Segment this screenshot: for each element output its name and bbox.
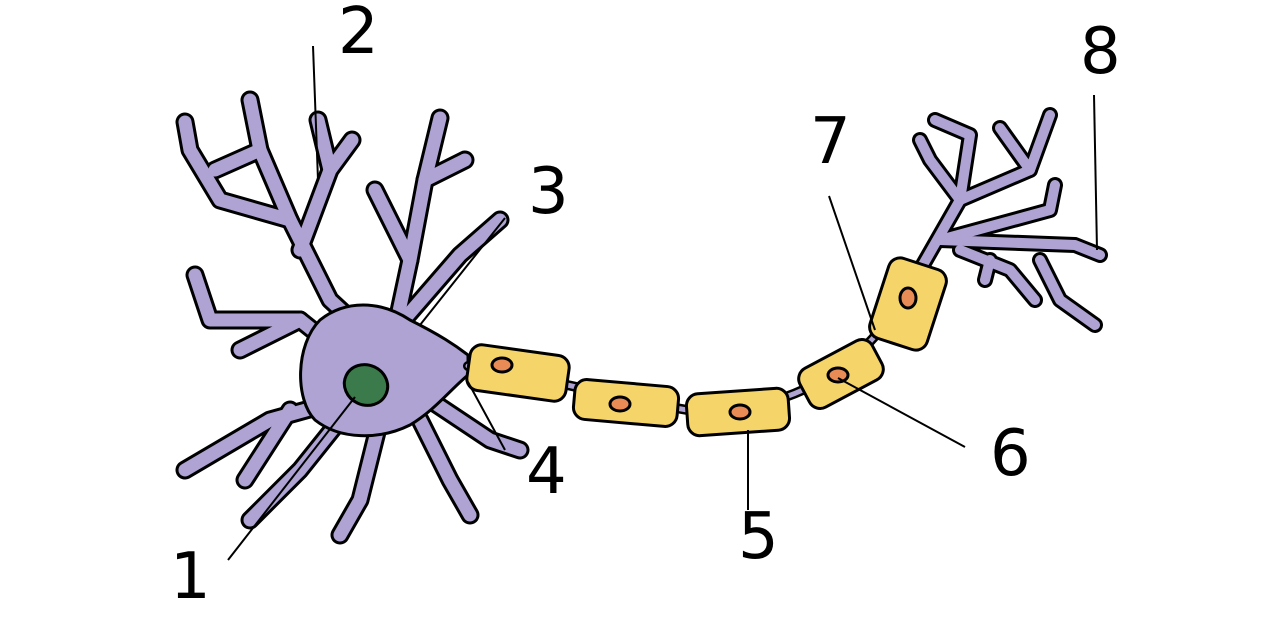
label-4: 4 — [526, 435, 567, 509]
label-1: 1 — [170, 540, 211, 614]
leader-line-7 — [828, 195, 876, 331]
leader-line-4 — [467, 381, 506, 451]
schwann-nucleus — [608, 395, 632, 413]
schwann-nucleus — [898, 286, 918, 310]
leader-lines — [227, 45, 1098, 561]
schwann-nucleus — [728, 403, 752, 421]
leader-line-3 — [419, 217, 506, 326]
myelin-sheath — [465, 256, 948, 438]
schwann-nucleus — [490, 356, 514, 374]
schwann-cell — [465, 343, 571, 403]
cell-body — [299, 303, 470, 438]
label-6: 6 — [990, 417, 1031, 491]
label-7: 7 — [810, 105, 851, 179]
nucleus — [342, 363, 390, 407]
schwann-nucleus — [826, 366, 850, 384]
label-8: 8 — [1080, 15, 1121, 89]
axon-terminals — [912, 107, 1108, 333]
label-5: 5 — [738, 500, 779, 574]
leader-line-6 — [837, 377, 966, 448]
leader-line-2 — [312, 45, 319, 181]
label-3: 3 — [528, 155, 569, 229]
label-2: 2 — [338, 0, 379, 69]
leader-line-8 — [1093, 94, 1098, 251]
leader-line-1 — [227, 396, 356, 561]
